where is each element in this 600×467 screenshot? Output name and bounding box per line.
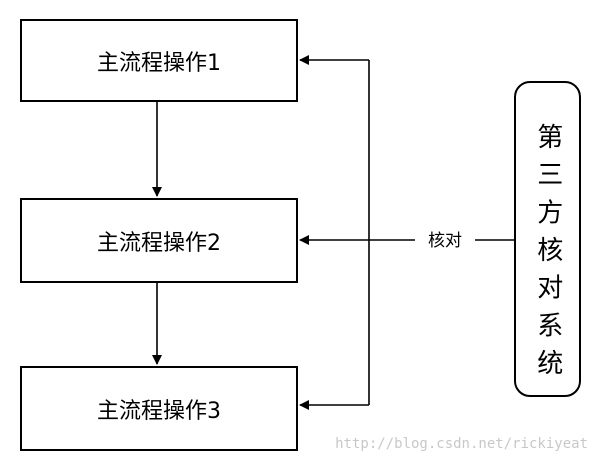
node-step1-label: 主流程操作1 bbox=[97, 50, 221, 76]
edge-label-check: 核对 bbox=[415, 229, 475, 253]
node-step2-label: 主流程操作2 bbox=[97, 230, 221, 256]
node-step1: 主流程操作1 bbox=[20, 19, 298, 102]
watermark: http://blog.csdn.net/rickiyeat bbox=[335, 436, 588, 452]
node-step3-label: 主流程操作3 bbox=[97, 398, 221, 424]
node-step3: 主流程操作3 bbox=[20, 366, 298, 451]
node-third-party-label: 第三方核对系统 bbox=[532, 123, 563, 387]
node-third-party-system: 第三方核对系统 bbox=[514, 81, 581, 397]
node-step2: 主流程操作2 bbox=[20, 198, 298, 283]
